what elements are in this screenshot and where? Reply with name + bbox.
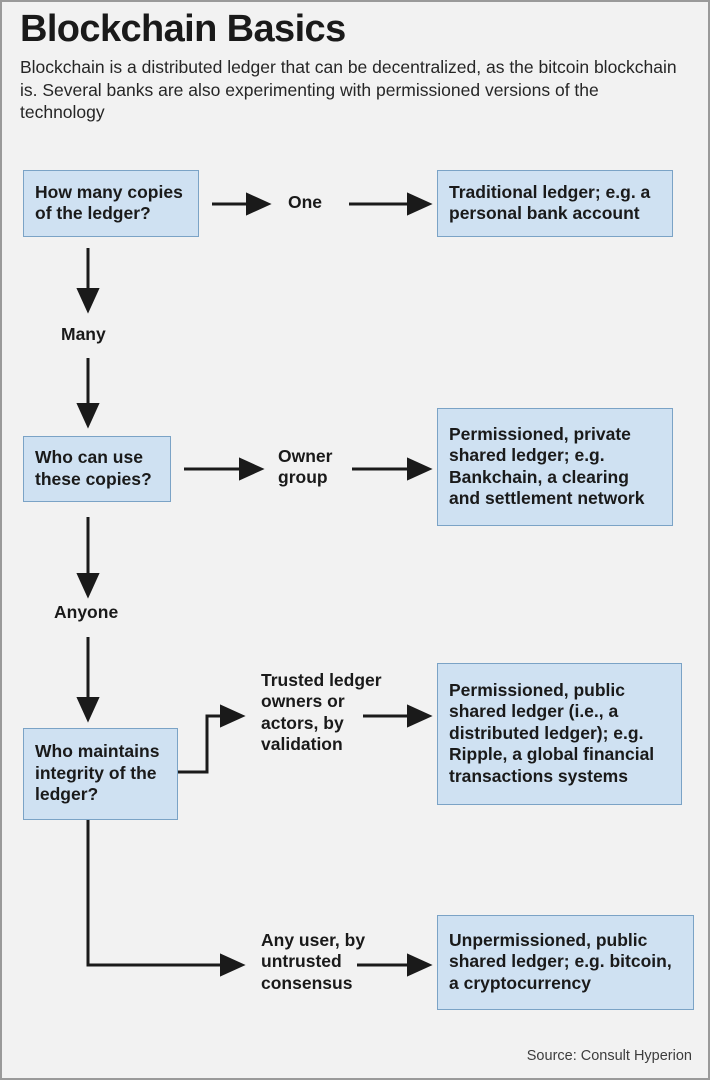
node-question-how-many-copies[interactable]: How many copies of the ledger?: [23, 170, 199, 237]
node-outcome-unpermissioned-public[interactable]: Unpermissioned, public shared ledger; e.…: [437, 915, 694, 1010]
branch-label-untrusted-consensus: Any user, by untrusted consensus: [261, 930, 366, 993]
arrow-q3-to-trusted: [178, 704, 246, 774]
branch-label-anyone: Anyone: [54, 602, 119, 622]
node-outcome-traditional-ledger[interactable]: Traditional ledger; e.g. a personal bank…: [437, 170, 673, 237]
node-label: Unpermissioned, public shared ledger; e.…: [449, 929, 672, 993]
node-label: Traditional ledger; e.g. a personal bank…: [449, 181, 651, 223]
branch-label-owner-group: Owner group: [278, 446, 333, 488]
node-question-who-maintains-integrity[interactable]: Who maintains integrity of the ledger?: [23, 728, 178, 820]
page-subtitle: Blockchain is a distributed ledger that …: [20, 56, 677, 123]
branch-label-one: One: [288, 192, 323, 212]
source-attribution: Source: Consult Hyperion: [526, 1048, 692, 1064]
header: Blockchain Basics Blockchain is a distri…: [20, 8, 692, 124]
node-question-who-can-use[interactable]: Who can use these copies?: [23, 436, 171, 502]
node-outcome-permissioned-public[interactable]: Permissioned, public shared ledger (i.e.…: [437, 663, 682, 805]
arrow-q3-to-untrusted: [86, 820, 246, 977]
node-label: Permissioned, private shared ledger; e.g…: [449, 423, 645, 508]
branch-label-many: Many: [61, 324, 106, 344]
node-label: Who can use these copies?: [35, 447, 152, 489]
page-title: Blockchain Basics: [20, 8, 346, 50]
node-outcome-permissioned-private[interactable]: Permissioned, private shared ledger; e.g…: [437, 408, 673, 526]
node-label: How many copies of the ledger?: [35, 181, 183, 223]
node-label: Permissioned, public shared ledger (i.e.…: [449, 680, 655, 786]
branch-label-trusted-validation: Trusted ledger owners or actors, by vali…: [261, 670, 382, 755]
node-label: Who maintains integrity of the ledger?: [35, 741, 160, 805]
